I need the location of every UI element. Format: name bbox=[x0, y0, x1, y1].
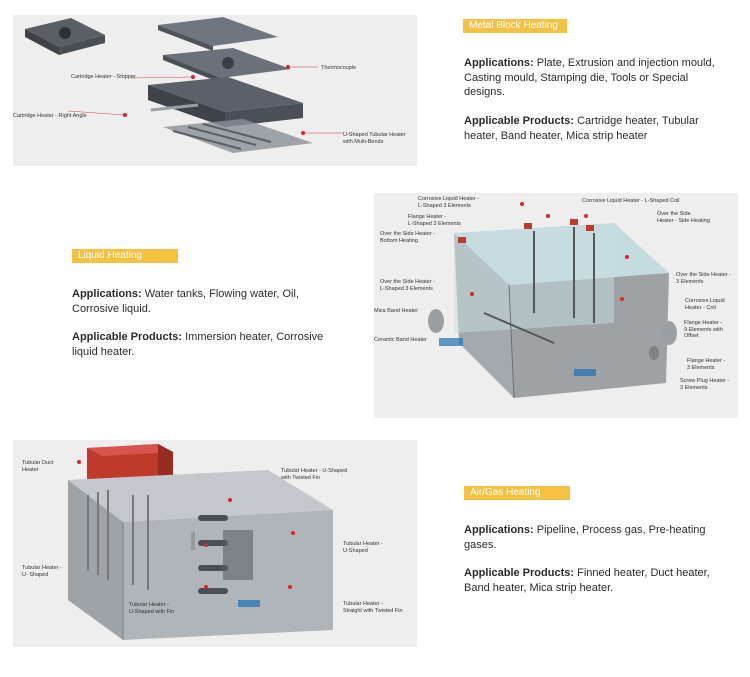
diagram-label: Mica Band Heater bbox=[374, 308, 419, 314]
duct-illustration bbox=[68, 444, 333, 640]
hotspot-dot bbox=[228, 498, 232, 502]
diagram-label: Cartridge Heater - Right Angle bbox=[13, 113, 87, 119]
diagram-label: Corrosive Liquid Heater - L-Shaped Coil bbox=[582, 198, 680, 204]
diagram-label: Tubular Heater - Straight with Twisted F… bbox=[343, 601, 403, 614]
applications-value: Pipeline, Process gas, Pre-heating gases… bbox=[464, 524, 706, 551]
section-tag: Liquid Heating bbox=[72, 249, 178, 263]
diagram-label: Screw Plug Heater - 3 Elements bbox=[680, 378, 730, 391]
diagram-label: Tubular Heater - U-Shaped bbox=[343, 541, 383, 554]
diagram-label: Flange Heater - 9 Elements with Offset bbox=[684, 320, 723, 339]
products-text: Applicable Products: Immersion heater, C… bbox=[72, 330, 327, 359]
diagram-label: Tubular Duct Heater bbox=[22, 460, 54, 473]
hotspot-dot bbox=[291, 531, 295, 535]
diagram-label: Tubular Heater - U- Shaped bbox=[22, 565, 62, 578]
hotspot-dot bbox=[286, 65, 290, 69]
diagram-label: Corrosive Liquid Heater - L-Shaped 3 Ele… bbox=[418, 196, 480, 209]
products-value: Finned heater, Duct heater, Band heater,… bbox=[464, 567, 710, 594]
section-tag: Air/Gas Heating bbox=[464, 486, 570, 500]
diagram-label: Over the Side Heater - Side Heating bbox=[657, 211, 710, 224]
air-gas-heating-image: Tubular Duct Heater Tubular Heater - U-S… bbox=[13, 440, 417, 647]
section-tag: Metal Block Heating bbox=[463, 19, 567, 33]
diagram-label: Thermocouple bbox=[321, 65, 357, 71]
products-label: Applicable Products: bbox=[72, 331, 183, 343]
liquid-heating-image: Corrosive Liquid Heater - L-Shaped 3 Ele… bbox=[374, 193, 738, 418]
hotspot-dot bbox=[301, 131, 305, 135]
diagram-label: Ceramic Band Heater bbox=[374, 337, 427, 343]
tank-illustration bbox=[428, 219, 677, 399]
applications-value: Water tanks, Flowing water, Oil, Corrosi… bbox=[72, 288, 299, 315]
hotspot-dot bbox=[620, 297, 624, 301]
hotspot-dot bbox=[204, 543, 208, 547]
diagram-label: U-Shaped Tubular Heater with Multi-Bends bbox=[343, 132, 406, 145]
products-text: Applicable Products: Finned heater, Duct… bbox=[464, 566, 716, 595]
applications-label: Applications: bbox=[464, 57, 534, 69]
applications-text: Applications: Water tanks, Flowing water… bbox=[72, 287, 327, 316]
diagram-label: Flange Heater - L-Shaped 3 Elements bbox=[408, 214, 461, 227]
hotspot-dot bbox=[288, 585, 292, 589]
diagram-label: Over the Side Heater - 3 Elements bbox=[676, 272, 732, 285]
applications-value: Plate, Extrusion and injection mould, Ca… bbox=[464, 57, 715, 98]
applications-text: Applications: Plate, Extrusion and injec… bbox=[464, 56, 716, 100]
diagram-label: Corrosive Liquid Heater - Coil bbox=[685, 298, 725, 311]
products-value: Cartridge heater, Tubular heater, Band h… bbox=[464, 115, 699, 142]
applications-label: Applications: bbox=[464, 524, 534, 536]
diagram-label: Over the Side Heater - Bottom Heating bbox=[380, 231, 436, 244]
hotspot-dot bbox=[77, 460, 81, 464]
diagram-label: Tubular Heater - U-Shaped with Fin bbox=[129, 602, 175, 615]
hotspot-dot bbox=[625, 255, 629, 259]
hotspot-dot bbox=[584, 214, 588, 218]
hotspot-dot bbox=[546, 214, 550, 218]
diagram-label: Cartridge Heater - Stopper bbox=[71, 74, 136, 80]
hotspot-dot bbox=[470, 292, 474, 296]
metal-block-heating-image: Cartridge Heater - Stopper Thermocouple … bbox=[13, 15, 417, 166]
products-label: Applicable Products: bbox=[464, 567, 575, 579]
applications-label: Applications: bbox=[72, 288, 142, 300]
diagram-label: Over the Side Heater - L-Shaped 3 Elemen… bbox=[380, 279, 436, 292]
diagram-label: Flange Heater - 3 Elements bbox=[687, 358, 726, 371]
hotspot-dot bbox=[520, 202, 524, 206]
products-label: Applicable Products: bbox=[464, 115, 575, 127]
hotspot-dot bbox=[191, 75, 195, 79]
hotspot-dot bbox=[123, 113, 127, 117]
diagram-label: Tubular Heater - U-Shaped with Twisted F… bbox=[281, 468, 348, 481]
products-value: Immersion heater, Corrosive liquid heate… bbox=[72, 331, 324, 358]
metal-block-illustration bbox=[25, 17, 343, 153]
applications-text: Applications: Pipeline, Process gas, Pre… bbox=[464, 523, 716, 552]
products-text: Applicable Products: Cartridge heater, T… bbox=[464, 114, 716, 143]
hotspot-dot bbox=[204, 585, 208, 589]
